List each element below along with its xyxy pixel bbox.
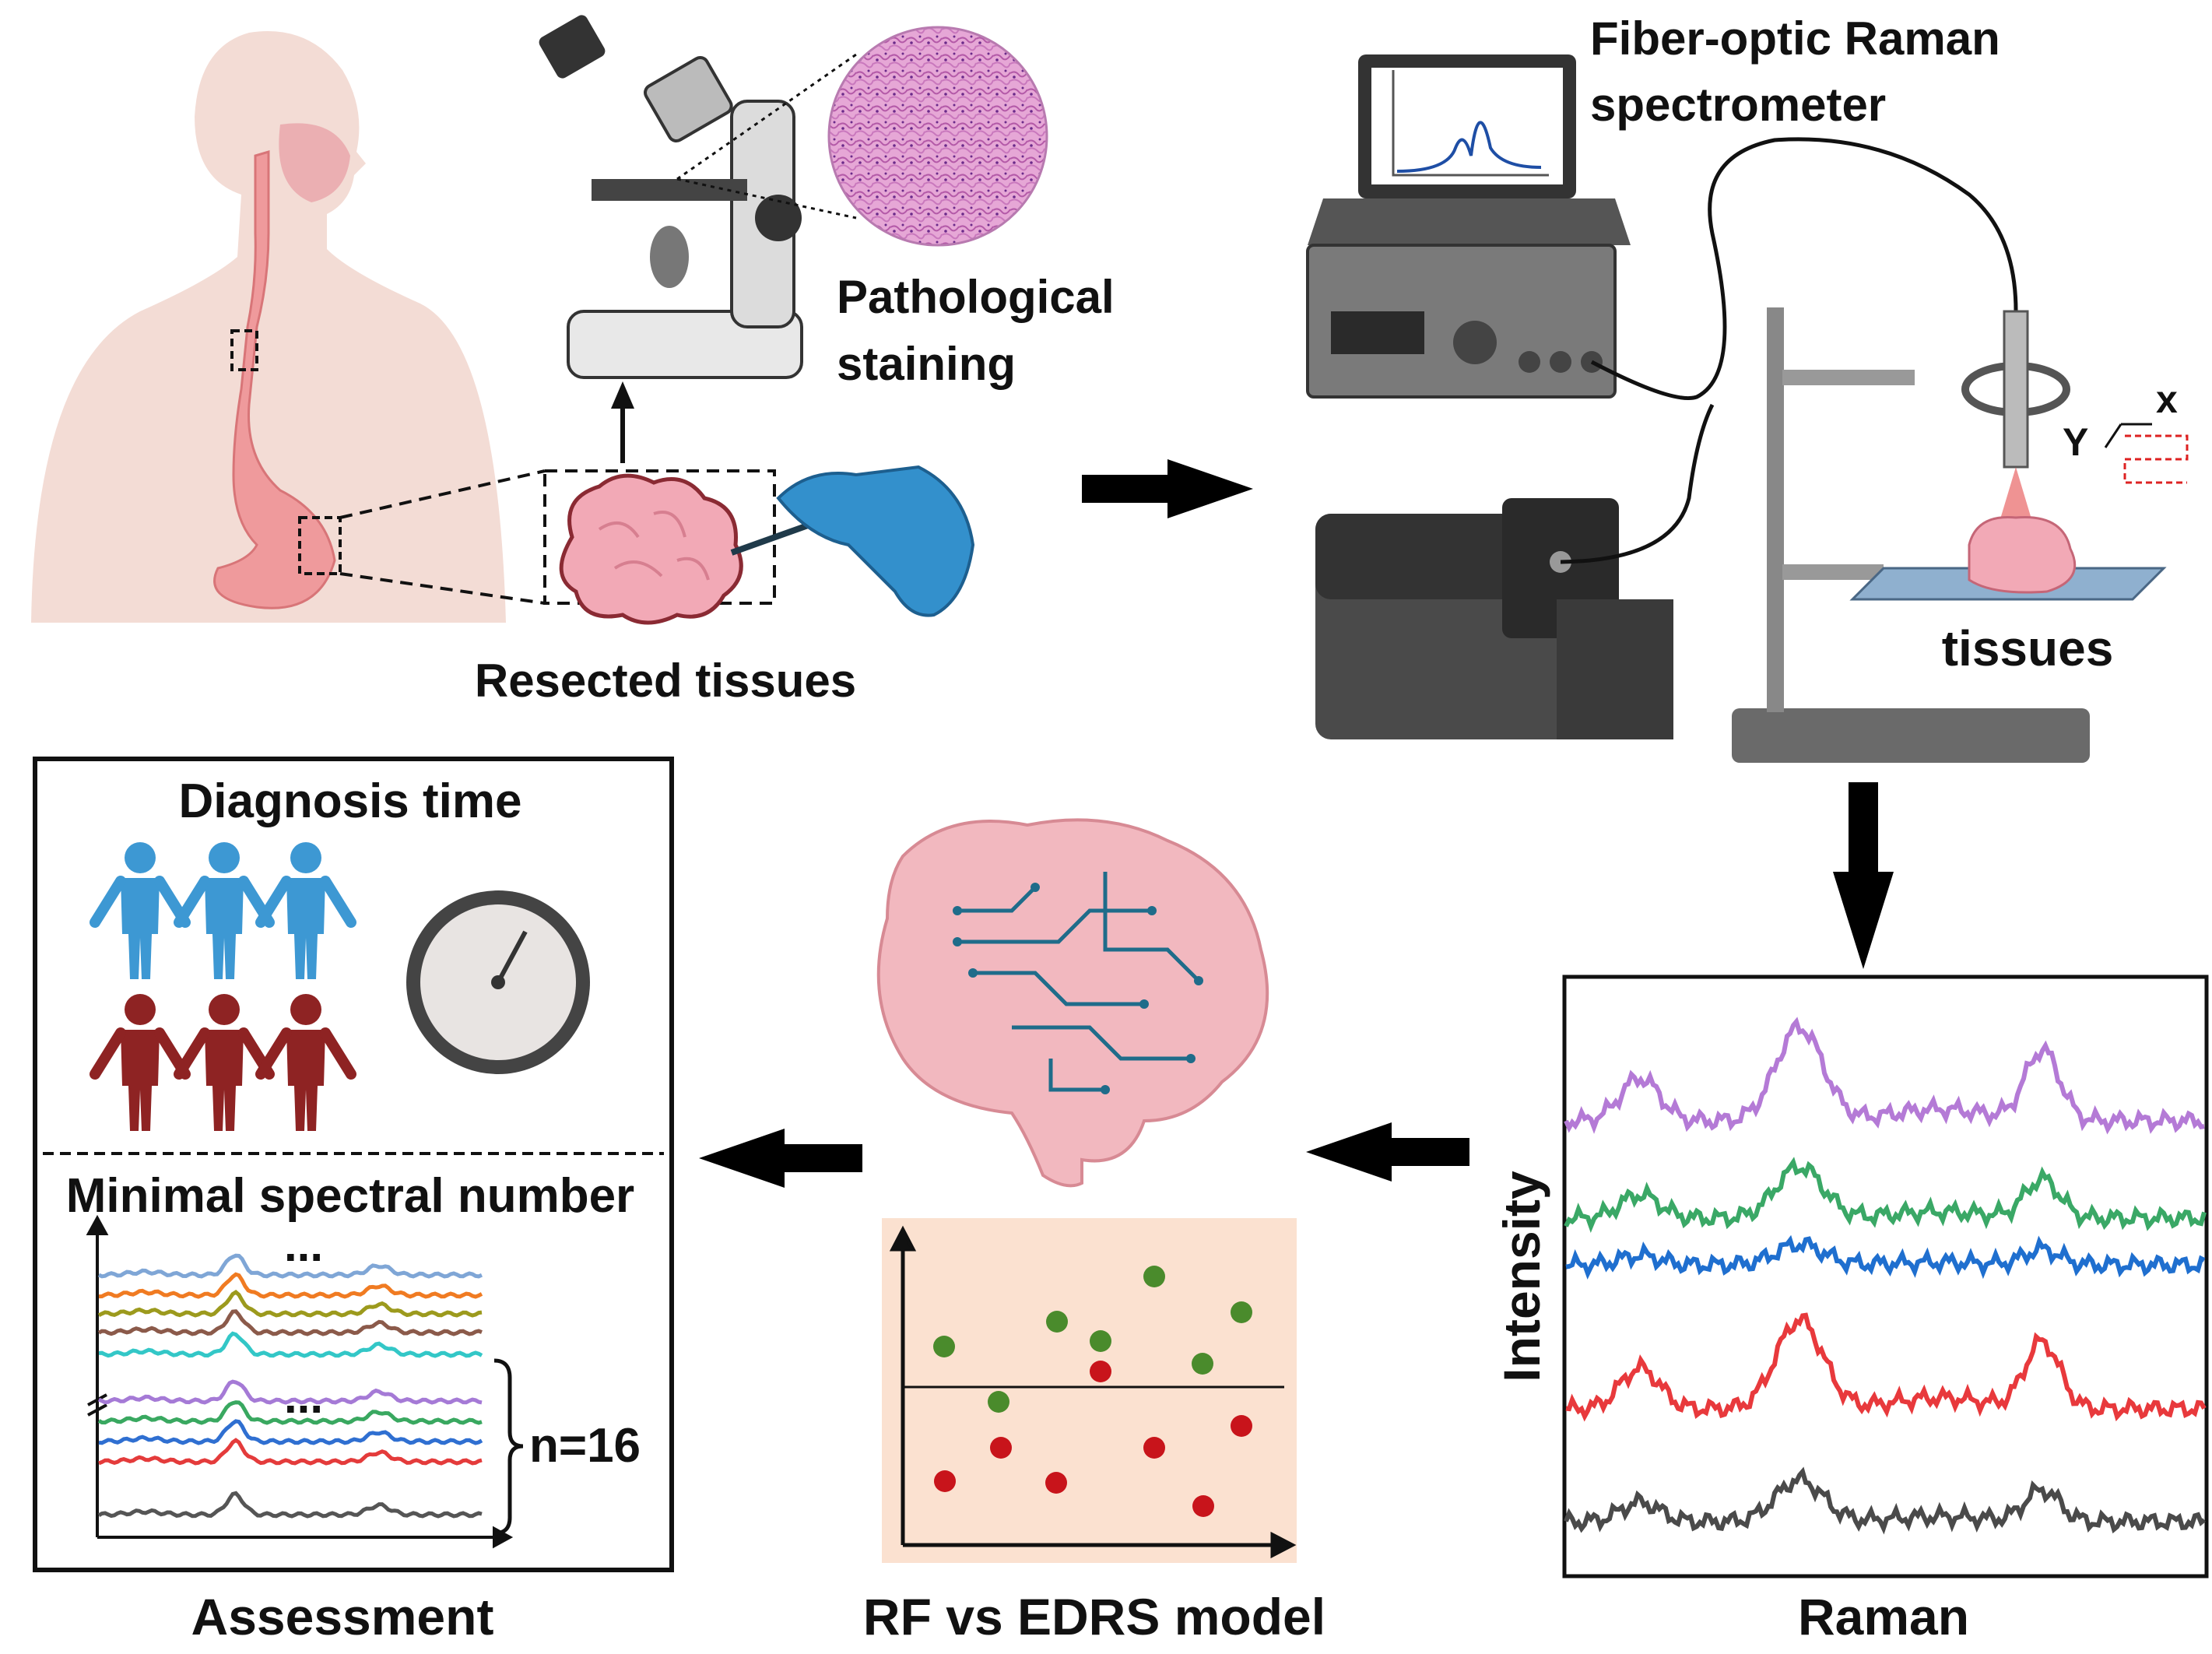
tissues-label: tissues <box>1942 620 2114 676</box>
mini-spectrum-trace <box>98 1272 483 1299</box>
mini-spectrum-trace <box>97 1491 483 1519</box>
microscope-icon <box>539 15 803 379</box>
person-icon <box>90 994 191 1131</box>
laptop-icon <box>1308 54 1631 245</box>
raman-spectrum-trace <box>1565 1234 2206 1280</box>
raman-panel <box>1562 974 2209 1578</box>
intensity-label: Intensity <box>1493 1171 1550 1382</box>
probe-stand-icon <box>1732 307 2189 763</box>
fiber-cable <box>1560 137 2018 564</box>
person-icon <box>174 842 275 979</box>
brain-circuit-icon <box>876 818 1269 1188</box>
diagnosis-time-label: Diagnosis time <box>179 774 522 828</box>
axis-x-label: x <box>2156 378 2178 421</box>
arrow-icon <box>699 1129 862 1188</box>
ellipsis-mid: ... <box>284 1371 323 1423</box>
brace <box>493 1358 524 1536</box>
spectrometer-line1: Fiber-optic Raman <box>1590 12 2000 65</box>
mini-spectra <box>97 1253 483 1519</box>
arrow-icon <box>611 381 634 463</box>
raman-spectra <box>1564 1017 2207 1535</box>
axis-y-label: Y <box>2063 420 2088 464</box>
pathological-line1: Pathological <box>837 271 1115 323</box>
mini-spectrum-trace <box>97 1309 483 1336</box>
n-label: n=16 <box>529 1419 641 1473</box>
tissue-sample-icon <box>559 473 743 625</box>
spectrometer-line2: spectrometer <box>1590 79 1886 131</box>
arrow-icon <box>1306 1122 1469 1182</box>
controller-icon <box>1306 244 1617 399</box>
person-icon <box>255 994 356 1131</box>
raman-spectrum-trace <box>1564 1466 2206 1535</box>
resected-label: Resected tissues <box>475 655 856 707</box>
mini-spectrum-trace <box>97 1290 483 1318</box>
arrow-icon <box>1082 459 1253 518</box>
human-body-icon <box>31 31 506 623</box>
person-icon <box>174 994 275 1131</box>
scatter-points <box>933 1266 1252 1517</box>
mini-spectrum-trace <box>97 1400 483 1425</box>
mini-spectrum-trace <box>98 1419 483 1445</box>
raman-label: Raman <box>1798 1588 1969 1645</box>
mini-spectrum-trace <box>98 1438 483 1466</box>
laser-unit-icon <box>1315 498 1673 739</box>
scatter-background <box>882 1218 1297 1563</box>
raman-spectrum-trace <box>1565 1312 2207 1422</box>
mini-spectrum-trace <box>97 1379 483 1405</box>
people-icon <box>90 842 356 1131</box>
ellipsis-top: ... <box>284 1219 323 1271</box>
person-icon <box>255 842 356 979</box>
stained-tissue-icon <box>676 26 1048 247</box>
minimal-spectral-label: Minimal spectral number <box>66 1169 634 1223</box>
raman-spectrum-trace <box>1564 1157 2207 1234</box>
assessment-label: Assessment <box>191 1588 494 1645</box>
pathological-line2: staining <box>837 338 1016 390</box>
mini-spectrum-trace <box>98 1331 483 1358</box>
scalpel-hand-icon <box>730 465 975 617</box>
mini-axes <box>86 1214 514 1549</box>
arrow-icon <box>1833 782 1894 969</box>
raman-spectrum-trace <box>1564 1017 2205 1135</box>
mini-spectrum-trace <box>97 1253 483 1279</box>
scatter-axes <box>889 1225 1297 1559</box>
clock-icon <box>406 890 590 1074</box>
model-label: RF vs EDRS model <box>863 1588 1325 1645</box>
